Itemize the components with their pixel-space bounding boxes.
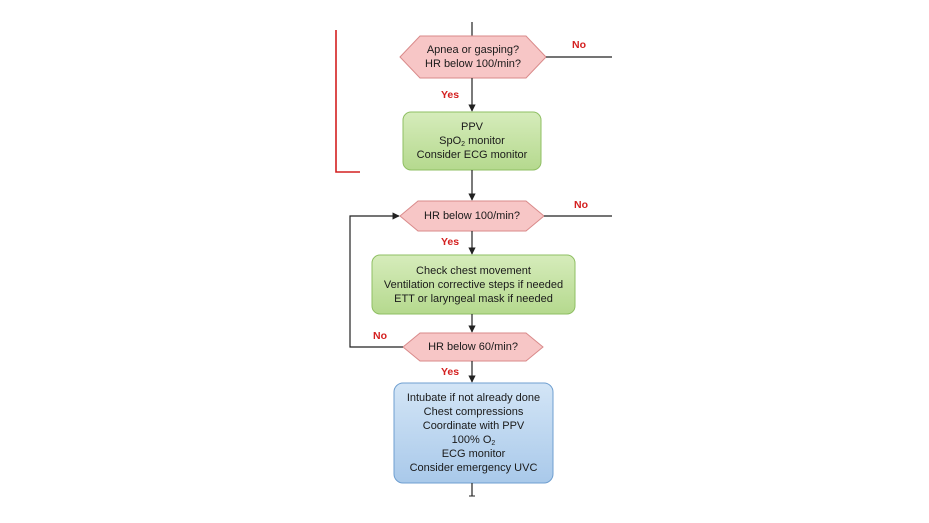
label-d2-yes: Yes — [441, 236, 460, 248]
box-ventilation-shape — [371, 254, 576, 315]
decision-3-line1: HR below 60/min? — [428, 341, 518, 353]
label-d3-no: No — [373, 330, 387, 342]
label-d1-no: No — [572, 39, 586, 51]
box-compressions-shape — [393, 382, 554, 484]
box-compressions-line3: Coordinate with PPV — [422, 420, 525, 432]
decision-3-text: HR below 60/min? — [413, 334, 533, 360]
decision-1-text: Apnea or gasping? HR below 100/min? — [410, 37, 536, 77]
label-d1-yes: Yes — [441, 89, 460, 101]
decision-3-shape — [402, 332, 544, 362]
connector-d3-no-loop — [349, 212, 403, 348]
box-ppv-text: PPV SpO2 monitor Consider ECG monitor — [403, 114, 541, 168]
box-ventilation-line2: Ventilation corrective steps if needed — [383, 278, 564, 291]
box-ventilation-line3: ETT or laryngeal mask if needed — [394, 292, 553, 305]
label-d2-no: No — [574, 199, 588, 211]
decision-2-text: HR below 100/min? — [410, 202, 534, 230]
label-d3-yes: Yes — [441, 366, 460, 378]
box-ppv-line3: Consider ECG monitor — [416, 149, 528, 161]
box-compressions-line6: Consider emergency UVC — [409, 462, 538, 474]
decision-2-line1: HR below 100/min? — [424, 210, 520, 222]
red-bracket — [335, 30, 360, 173]
box-ventilation-text: Check chest movement Ventilation correct… — [372, 257, 575, 312]
box-compressions-line2: Chest compressions — [423, 406, 524, 418]
box-compressions-line1: Intubate if not already done — [406, 392, 541, 404]
box-compressions-line4: 100% O2 — [451, 434, 496, 447]
box-compressions-text: Intubate if not already done Chest compr… — [394, 386, 553, 480]
box-ppv-line2: SpO2 monitor — [439, 135, 505, 148]
box-compressions-line5: ECG monitor — [441, 448, 506, 460]
box-ppv-line1: PPV — [460, 121, 483, 133]
box-ventilation-line1: Check chest movement — [416, 264, 531, 277]
decision-1-line2: HR below 100/min? — [425, 58, 521, 70]
decision-1-line1: Apnea or gasping? — [426, 44, 520, 56]
